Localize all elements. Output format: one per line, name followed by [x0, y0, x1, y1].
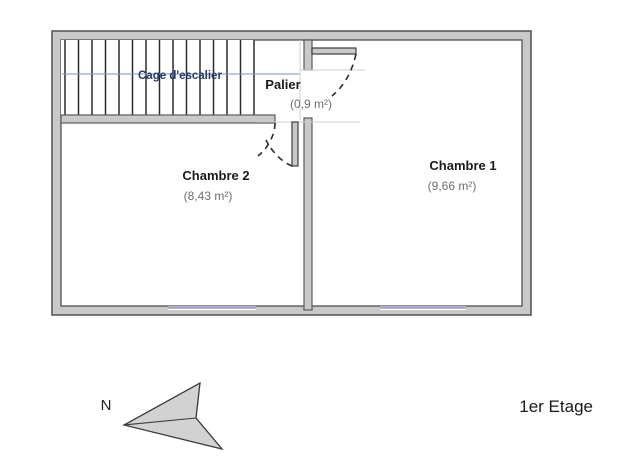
palier-zone: [255, 39, 365, 311]
outer-wall-inner-edge: [60, 39, 523, 307]
door-leaf-top: [311, 47, 357, 55]
label-chambre1-area: (9,66 m²): [428, 179, 477, 193]
label-palier-name: Palier: [265, 77, 300, 92]
label-chambre1-name: Chambre 1: [429, 158, 496, 173]
outer-wall-outer-edge: [51, 30, 532, 316]
label-chambre2-name: Chambre 2: [182, 168, 249, 183]
compass-north-label: N: [101, 397, 112, 414]
floor-level-label: 1er Etage: [519, 397, 593, 416]
stairwell-zone: [60, 40, 300, 124]
compass-rose: N: [101, 381, 224, 451]
door-swing-arc-chambre2: [265, 139, 293, 167]
label-cage-descalier: Cage d'escalier: [138, 70, 222, 82]
stairwell-floor: [61, 40, 255, 115]
stair-steps: [64, 40, 255, 115]
door-leaf-chambre2: [291, 121, 299, 167]
outer-wall-band: [52, 31, 531, 315]
label-palier-area: (0,9 m²): [290, 97, 332, 111]
windows: [168, 306, 466, 310]
room-labels: Cage d'escalier Palier (0,9 m²) Chambre …: [138, 70, 497, 203]
label-chambre2-area: (8,43 m²): [184, 189, 233, 203]
door-chambre2: [257, 121, 299, 167]
outer-walls: [51, 30, 532, 316]
stairwell-bottom-wall: [60, 114, 276, 124]
door-swing-arc-top: [331, 53, 357, 97]
door-swing-arc-chambre2-b: [257, 122, 276, 157]
north-arrow-fold: [123, 417, 197, 426]
doors: [257, 47, 357, 167]
window-chambre2: [168, 306, 256, 310]
partition-wall-chambres: [303, 117, 313, 311]
window-chambre1: [380, 306, 466, 310]
palier-upper-wall-stub: [303, 39, 313, 71]
door-palier-top: [311, 47, 357, 97]
